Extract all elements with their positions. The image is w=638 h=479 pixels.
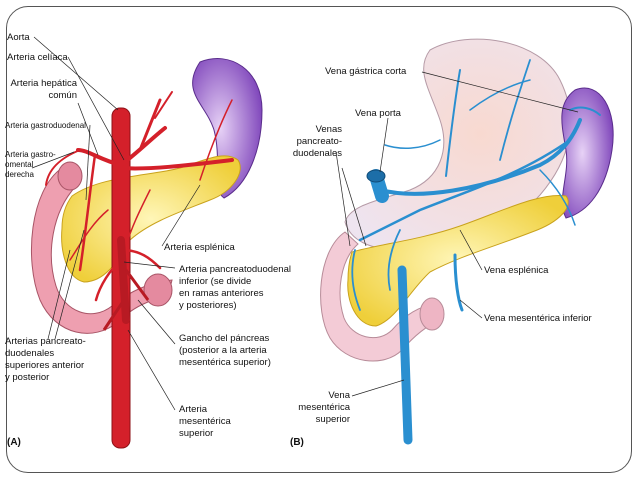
veins-b (351, 59, 601, 312)
label-smv-3: superior (315, 414, 350, 425)
label-inferior-mesenteric-vein: Vena mesentérica inferior (484, 313, 592, 324)
label-uncinate-1: Gancho del páncreas (179, 333, 270, 344)
label-pd-veins-2: pancreato- (296, 136, 342, 147)
panel-b-illustration (320, 38, 614, 445)
pancreas-a (61, 155, 241, 283)
label-smv-2: mesentérica (298, 402, 350, 413)
label-gastroduodenal: Arteria gastroduodenal (5, 121, 86, 130)
label-sma-2: mesentérica (179, 416, 231, 427)
portal-vein-opening (366, 169, 386, 183)
duodenum-end-b (419, 297, 445, 331)
label-sma-3: superior (179, 428, 214, 439)
label-pd-veins-1: Venas (315, 124, 342, 135)
spleen-a (192, 58, 263, 199)
label-superior-pd-1: Arterias pancreato- (5, 336, 86, 347)
label-gastroomental-2: omental (5, 160, 34, 169)
label-inferior-pd-4: y posteriores) (179, 300, 237, 311)
superior-mesenteric-artery (117, 236, 130, 324)
leader-lines-a (31, 36, 201, 411)
label-inferior-pd-2: inferior (se divide (179, 276, 252, 287)
superior-mesenteric-vein (397, 265, 413, 445)
arteries-a (45, 91, 234, 302)
label-gastroomental-1: Arteria gastro- (5, 150, 56, 159)
label-splenic-vein: Vena esplénica (484, 265, 549, 276)
label-inferior-pd-1: Arteria pancreatoduodenal (179, 264, 291, 275)
panel-a-letter: (A) (7, 437, 21, 448)
panel-a-illustration (31, 58, 263, 449)
label-common-hepatic-1: Arteria hepática (10, 78, 77, 89)
panel-b-letter: (B) (290, 437, 304, 448)
duodenum-top-a (57, 161, 83, 191)
label-common-hepatic-2: común (48, 90, 77, 101)
label-celiac-artery: Arteria celíaca (7, 52, 68, 63)
leader-lines-b (335, 71, 579, 397)
label-superior-pd-3: superiores anterior (5, 360, 85, 371)
label-superior-pd-4: y posterior (5, 372, 50, 383)
duodenum-end-a (143, 273, 173, 307)
label-short-gastric-vein: Vena gástrica corta (325, 66, 407, 77)
label-sma-1: Arteria (179, 404, 207, 415)
spleen-b (561, 87, 614, 219)
label-pd-veins-3: duodenales (292, 148, 342, 159)
label-uncinate-2: (posterior a la arteria (179, 345, 267, 356)
label-inferior-pd-3: en ramas anteriores (179, 288, 264, 299)
label-gastroomental-3: derecha (5, 170, 34, 179)
label-superior-pd-2: duodenales (5, 348, 55, 359)
label-uncinate-3: mesentérica superior) (179, 357, 271, 368)
label-smv-1: Vena (328, 390, 350, 401)
label-splenic-artery: Arteria esplénica (164, 242, 235, 253)
label-aorta: Aorta (7, 32, 30, 43)
label-portal-vein: Vena porta (355, 108, 401, 119)
